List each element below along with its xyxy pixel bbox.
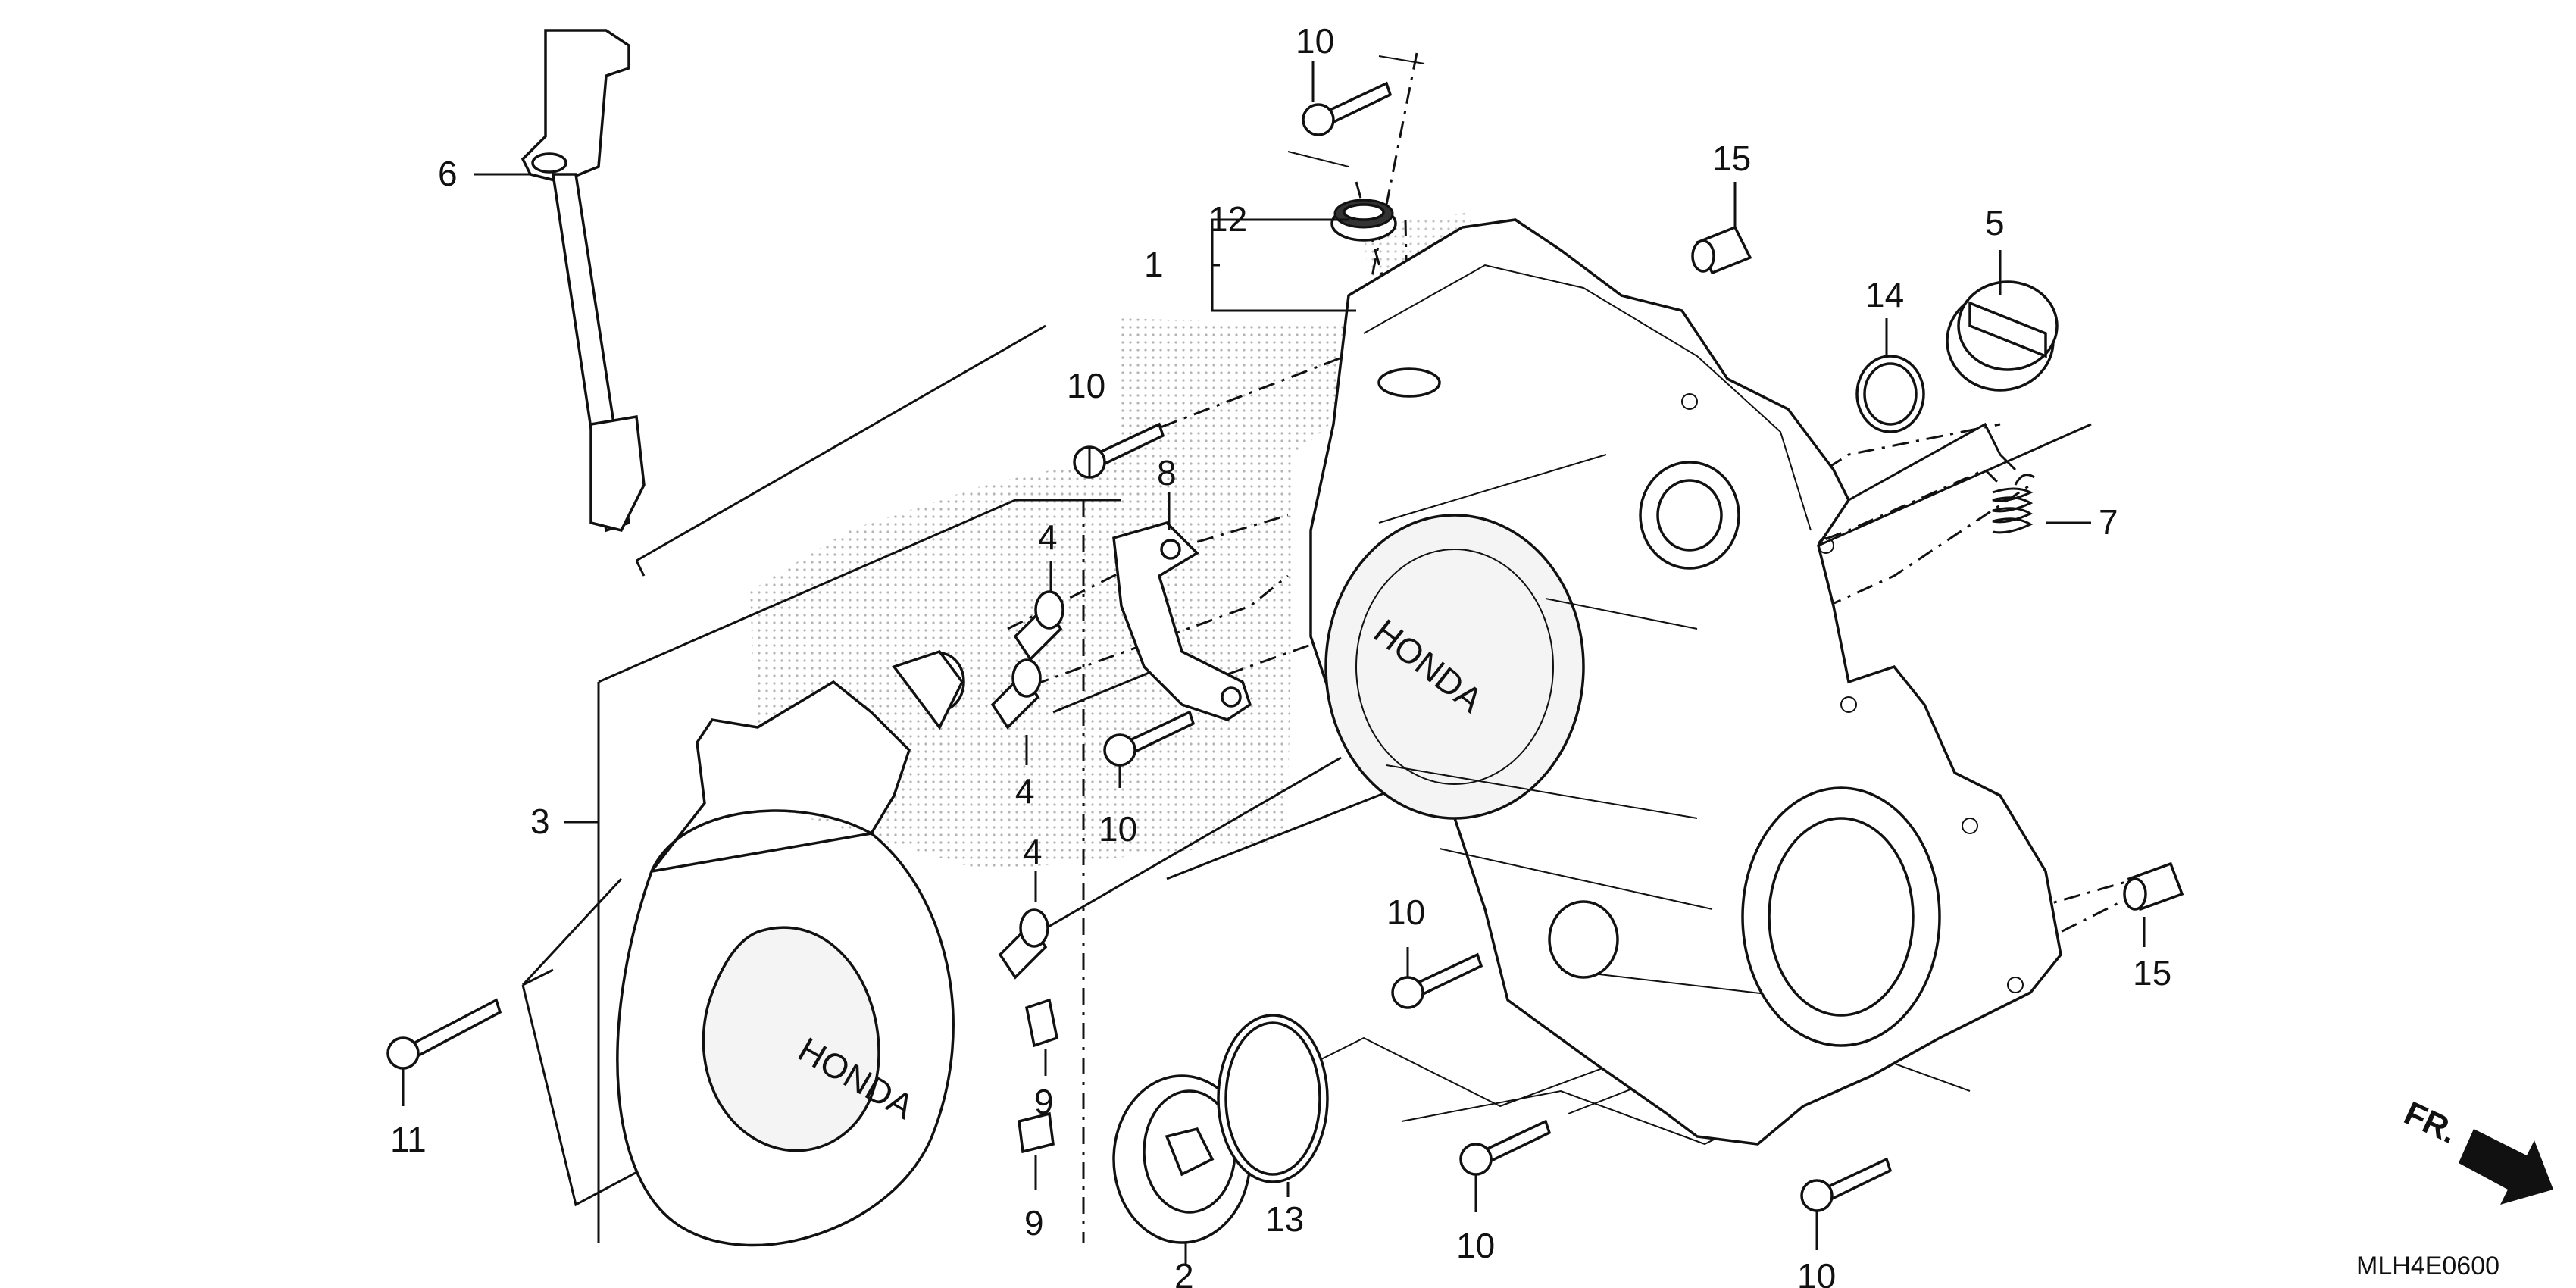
callout-10-bottom-mid: 10: [1456, 1226, 1495, 1265]
part-1-main-cover: [1309, 218, 2062, 1146]
part-5-cap: [1946, 280, 2059, 392]
part-2-plug: [1112, 1074, 1252, 1244]
bolt-10-upper-left: [1073, 422, 1165, 479]
part-15-dowel-top: [1691, 225, 1752, 275]
part-14-o-ring: [1855, 355, 1925, 433]
callout-13: 13: [1265, 1199, 1304, 1239]
bolt-10-mid: [1391, 952, 1483, 1009]
bolt-10-bottom-mid: [1459, 1119, 1552, 1176]
callout-11: 11: [390, 1120, 427, 1159]
bolt-10-mid-left: [1103, 710, 1196, 767]
bolt-11: [386, 998, 502, 1070]
callout-15-right: 15: [2133, 953, 2171, 993]
callout-10-upper-left: 10: [1067, 366, 1105, 405]
part-9-key-1: [1024, 998, 1059, 1048]
callout-3: 3: [530, 802, 550, 841]
callout-15-top: 15: [1712, 139, 1751, 178]
callout-10-mid-left: 10: [1099, 809, 1137, 849]
part-15-dowel-right: [2123, 861, 2184, 911]
callout-9-lower: 9: [1024, 1203, 1044, 1243]
callout-4-upper: 4: [1038, 517, 1058, 557]
callout-9-upper: 9: [1034, 1082, 1054, 1121]
part-9-key-2: [1018, 1111, 1055, 1154]
callout-leaders: [402, 61, 2146, 1265]
part-4-collar-3: [998, 908, 1049, 980]
part-3-outer-cover: [616, 649, 965, 1247]
callout-4-lower: 4: [1023, 832, 1043, 871]
part-13-o-ring: [1217, 1014, 1329, 1183]
diagram-code: MLH4E0600: [2356, 1252, 2499, 1280]
callout-5: 5: [1985, 203, 2005, 242]
callout-10-top: 10: [1296, 21, 1334, 61]
front-direction-indicator: FR.: [2399, 1095, 2553, 1205]
part-4-collar-1: [1013, 590, 1064, 661]
front-arrow-icon: [2459, 1129, 2553, 1205]
callout-10-mid: 10: [1386, 893, 1425, 932]
bolt-10-bottom-right: [1800, 1157, 1893, 1212]
callout-6: 6: [438, 154, 458, 193]
callout-1: 1: [1144, 245, 1164, 284]
callouts: 10 15 5 12 1 14 10 7 6 8 4 4 10 3 4 10 1…: [390, 21, 2171, 1288]
part-12-seal: [1330, 199, 1397, 242]
callout-7: 7: [2099, 502, 2118, 542]
part-8-bracket: [1112, 521, 1252, 721]
part-7-spring: [1992, 474, 2035, 534]
callout-4-middle: 4: [1015, 771, 1035, 811]
callout-12: 12: [1208, 199, 1247, 239]
callout-14: 14: [1865, 275, 1904, 314]
bolt-10-top: [1302, 81, 1393, 136]
front-label: FR.: [2399, 1095, 2463, 1151]
callout-8: 8: [1157, 453, 1177, 492]
callout-2: 2: [1174, 1256, 1194, 1288]
callout-10-bottom-right: 10: [1797, 1256, 1836, 1288]
part-6-rod: [521, 29, 646, 533]
part-4-collar-2: [990, 658, 1042, 730]
